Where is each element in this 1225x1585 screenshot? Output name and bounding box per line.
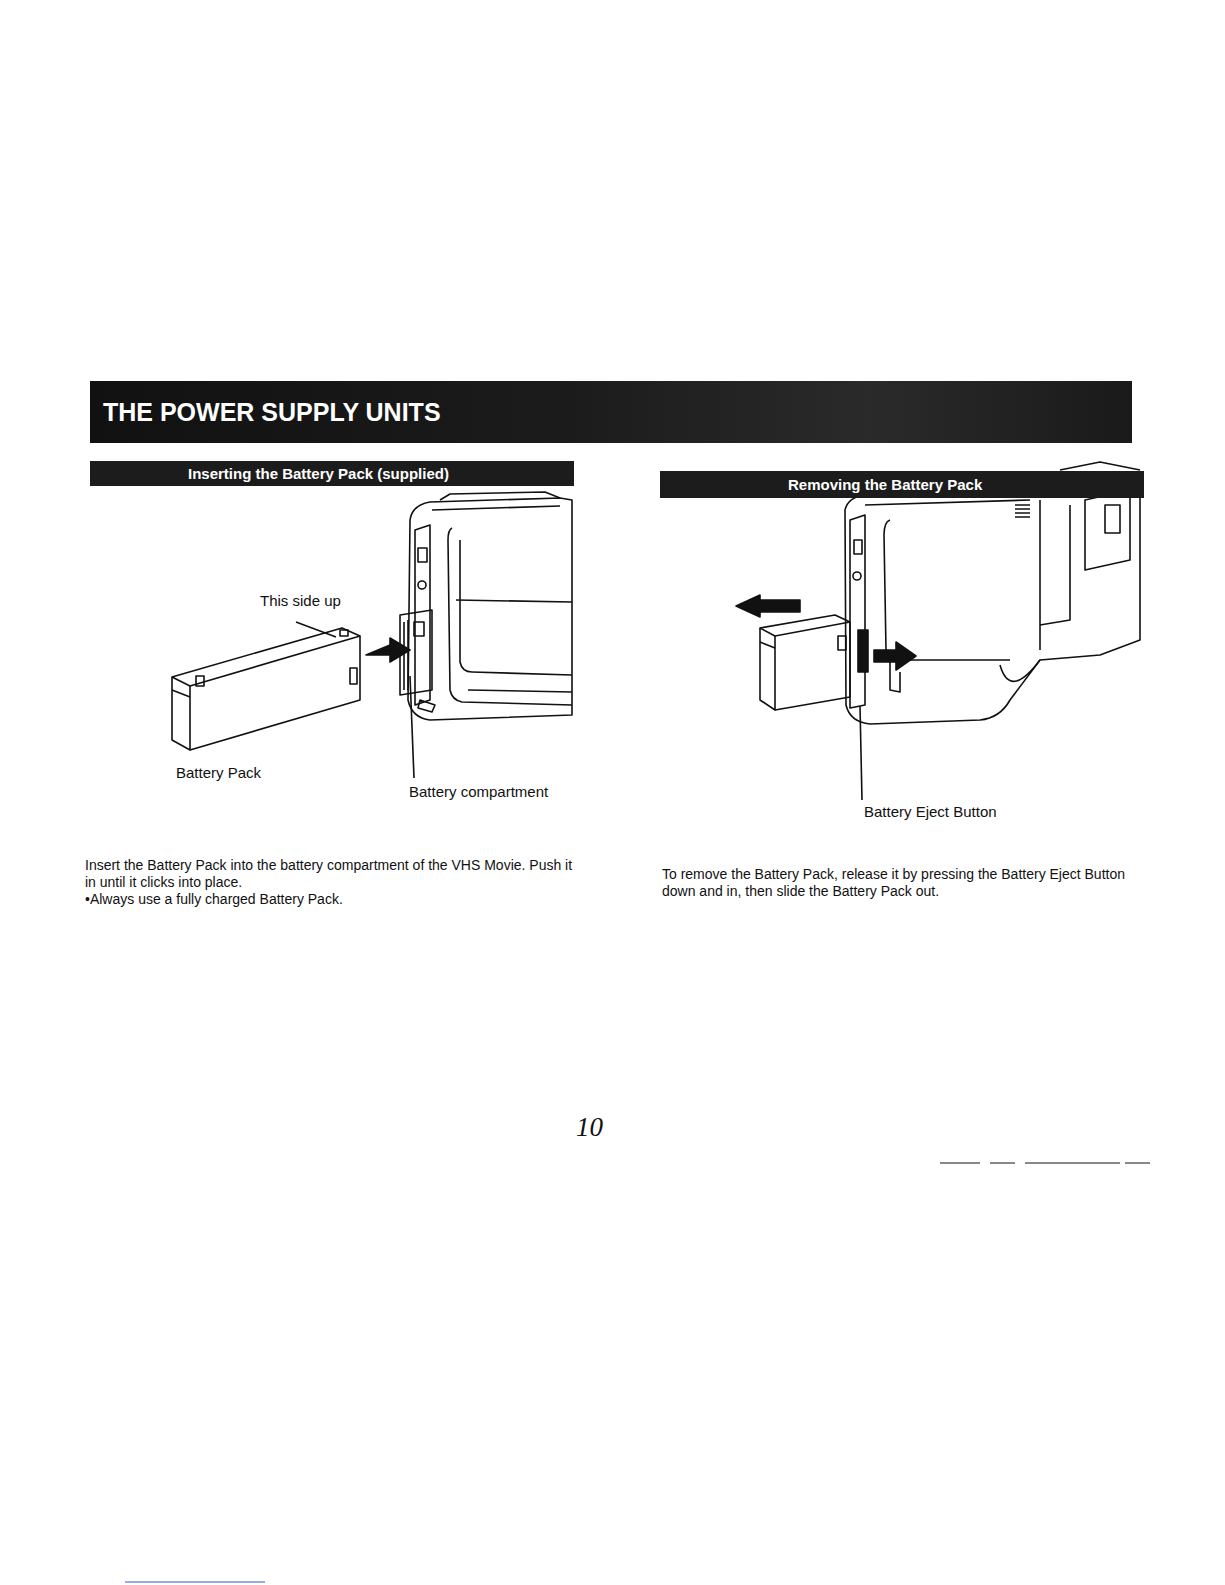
leader-line: [860, 706, 862, 800]
page-number: 10: [576, 1112, 603, 1143]
page-title: THE POWER SUPPLY UNITS: [103, 398, 441, 427]
instruction-text: To remove the Battery Pack, release it b…: [662, 866, 1142, 900]
callout-label: Battery compartment: [409, 783, 548, 800]
callout-label: Battery Pack: [176, 764, 261, 781]
camcorder-side: [845, 462, 1140, 724]
title-band: THE POWER SUPPLY UNITS: [90, 381, 1132, 443]
footer-rule: [940, 1163, 1150, 1164]
callout-label: Battery Eject Button: [864, 803, 997, 820]
camcorder-rear: [400, 492, 572, 720]
eject-arrow: [874, 642, 916, 670]
instruction-text: Insert the Battery Pack into the battery…: [85, 857, 575, 891]
callout-label: This side up: [260, 592, 341, 609]
insert-arrow: [366, 638, 410, 662]
section-band: Removing the Battery Pack: [660, 471, 1144, 498]
page-edge-rule: [125, 1582, 265, 1583]
eject-button: [858, 630, 868, 672]
remove-arrow: [736, 595, 800, 617]
section-heading: Removing the Battery Pack: [788, 476, 982, 493]
battery-pack: [760, 615, 850, 710]
section-band: Inserting the Battery Pack (supplied): [90, 461, 574, 486]
note-text: •Always use a fully charged Battery Pack…: [85, 891, 575, 908]
section-heading: Inserting the Battery Pack (supplied): [188, 465, 449, 482]
battery-pack: [172, 622, 360, 750]
leader-line: [410, 676, 414, 778]
